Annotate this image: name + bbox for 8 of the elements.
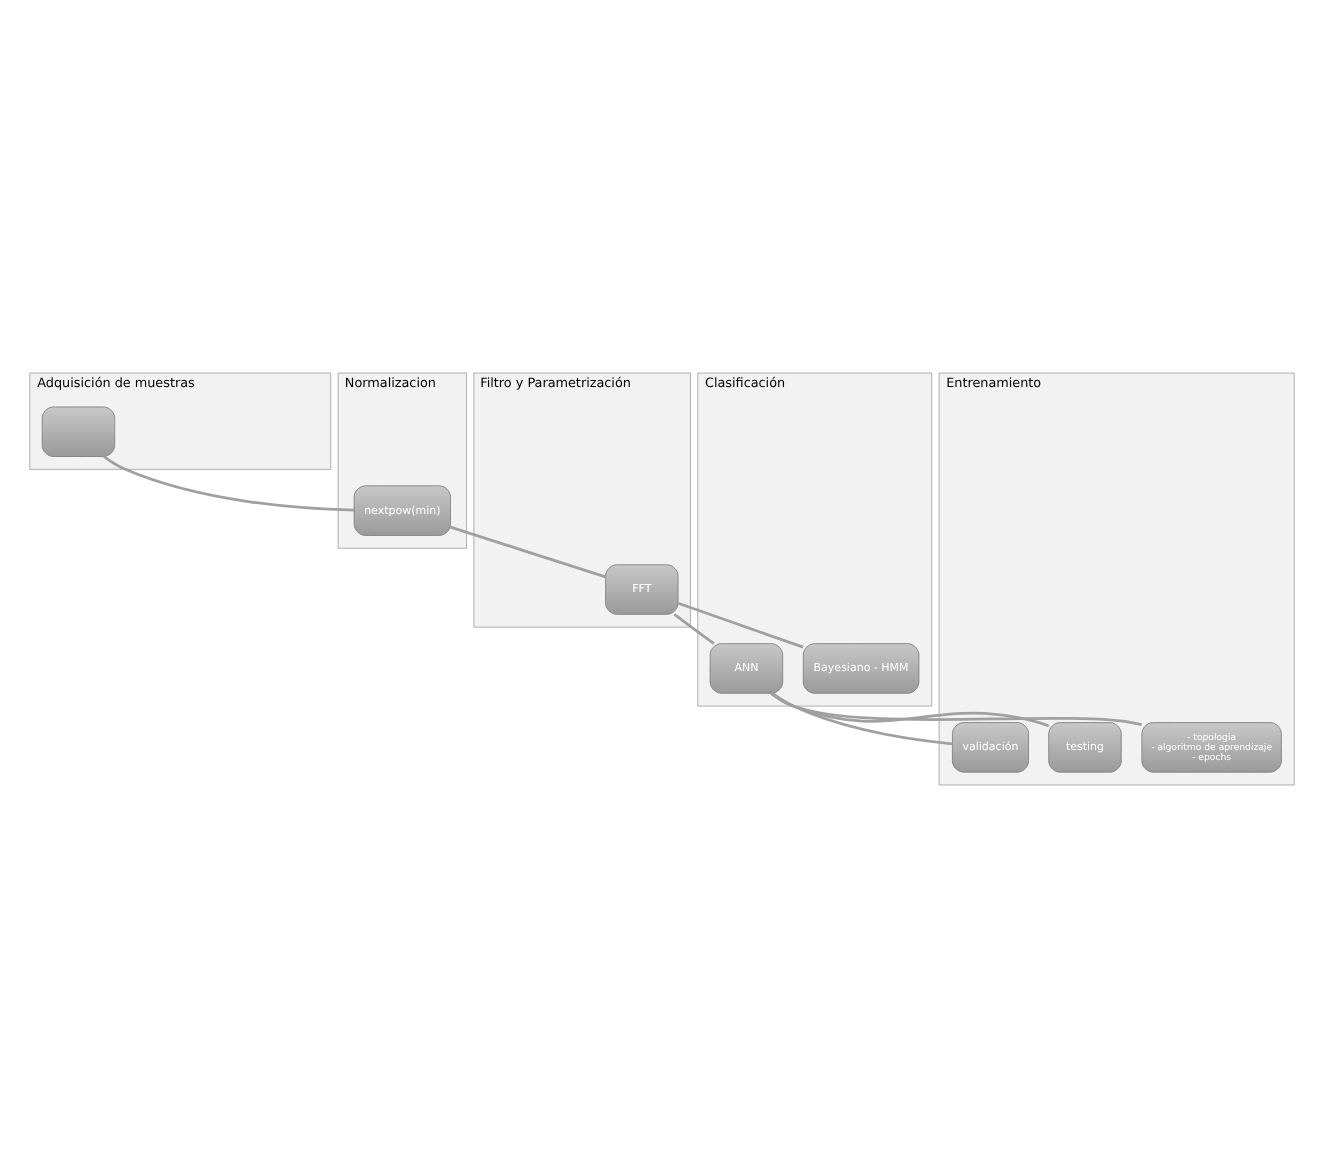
connector — [103, 455, 355, 512]
connector — [673, 613, 715, 645]
connector — [770, 692, 1143, 726]
connector — [450, 525, 606, 579]
connector — [770, 692, 1050, 728]
node-box — [41, 406, 116, 457]
connector — [677, 602, 804, 649]
connector — [771, 692, 953, 746]
